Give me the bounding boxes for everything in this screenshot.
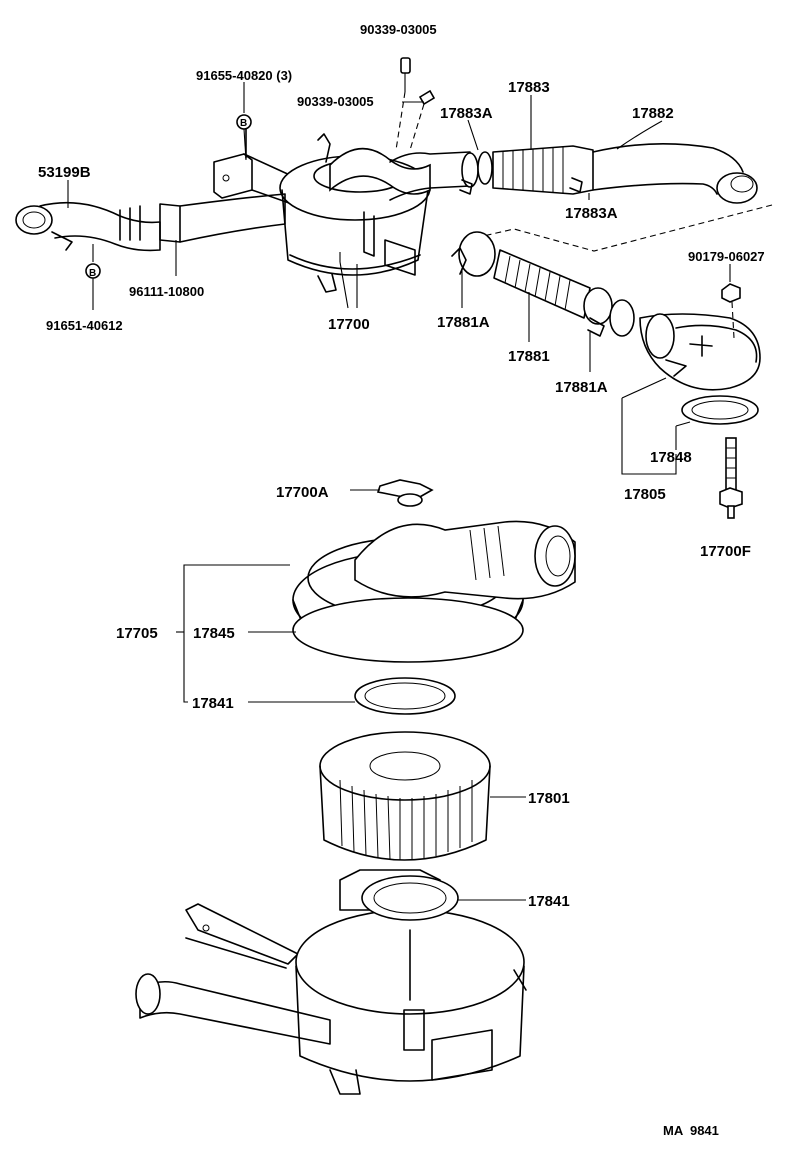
pipe-17882 [592,143,758,204]
part-labels: 90339-03005 91655-40820 (3) 90339-03005 … [38,22,765,1138]
filter-element-17801 [319,731,491,861]
label-17848: 17848 [650,449,692,466]
bellows-17883 [492,145,594,195]
gasket-17848 [681,395,759,425]
label-91651: 91651-40612 [46,318,123,333]
outlet-duct [389,151,493,201]
bolt-91651: B [85,244,101,310]
label-17700F: 17700F [700,543,751,560]
label-90179: 90179-06027 [688,249,765,264]
label-17883A-bottom: 17883A [565,205,618,222]
badge-b-upper: B [240,118,247,129]
bottom-exploded-view [135,479,576,1095]
label-17805: 17805 [624,486,666,503]
bolt-90339-mid [395,89,436,151]
leader-lines-top [67,95,691,475]
air-cleaner-housing-17700 [279,133,431,293]
bellows-17881 [451,231,635,337]
group-bracket-17705 [176,564,290,703]
label-90339-mid: 90339-03005 [297,94,374,109]
label-17841-top: 17841 [192,695,234,712]
badge-b-upper-group: B [236,82,252,161]
leader-lines-bottom [248,631,526,901]
bolt-90339-top [400,57,411,92]
label-96111: 96111-10800 [129,284,204,299]
label-17883A-top: 17883A [440,105,493,122]
label-17881: 17881 [508,348,550,365]
label-17705: 17705 [116,625,158,642]
label-17883: 17883 [508,79,550,96]
label-90339-top: 90339-03005 [360,22,437,37]
label-17881A-left: 17881A [437,314,490,331]
badge-b-lower: B [89,268,96,279]
top-assembly: B B [15,57,773,519]
label-17841-bottom: 17841 [528,893,570,910]
footer-code: MA 9841 [663,1123,719,1138]
label-53199B: 53199B [38,164,91,181]
label-17700A: 17700A [276,484,329,501]
wing-nut-17700A [350,479,434,507]
nut-90179 [721,264,741,339]
label-91655: 91655-40820 (3) [196,68,292,83]
elbow-17805 [639,313,761,391]
stud-17700F [719,437,743,519]
label-17845: 17845 [193,625,235,642]
seal-17845 [292,597,524,663]
label-17801: 17801 [528,790,570,807]
intake-hose-53199B [15,193,286,252]
label-17881A-right: 17881A [555,379,608,396]
lower-housing [135,869,527,1095]
label-17882: 17882 [632,105,674,122]
dashed-connection [478,204,773,252]
gasket-17841-top [354,677,456,715]
label-17700: 17700 [328,316,370,333]
